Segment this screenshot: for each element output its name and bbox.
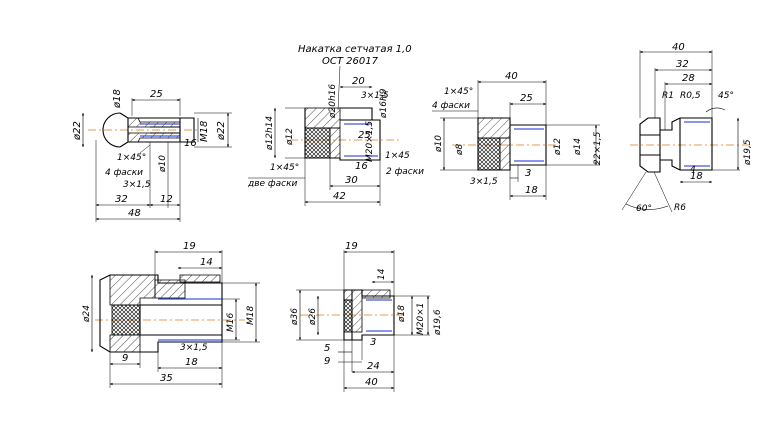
dim-len18: 18 [690, 171, 703, 182]
dim-d22-right: ø22 [216, 121, 227, 141]
dim-len32: 32 [676, 59, 689, 70]
knurl-title: Накатка сетчатая 1,0 [298, 44, 412, 55]
dim-chamfer: 1×45° [444, 87, 473, 97]
part-1-ball-fitting: ø22 ø18 25 M18 ø22 16 1×45° 4 фаски 3×1,… [72, 89, 232, 222]
dim-angle45: 45° [718, 91, 734, 101]
dim-len25: 25 [358, 130, 371, 141]
dim-len32: 32 [115, 194, 128, 205]
part-6-flange-fitting: 19 14 ø36 ø26 ø18 M20×1 ø19,6 5 9 3 24 4… [290, 241, 443, 392]
knurl-note: Накатка сетчатая 1,0 ОСТ 26017 [298, 44, 412, 111]
dim-d20h16: ø20h16 [328, 84, 338, 119]
dim-m18: M18 [199, 121, 210, 142]
dim-len24: 24 [367, 361, 380, 372]
dim-two-chamfers-right: 2 фаски [386, 167, 424, 177]
dim-chamfer-count: 4 фаски [105, 168, 143, 178]
dim-m22: 22×1,5 [593, 131, 603, 165]
dim-len14: 14 [377, 268, 387, 280]
dim-len35: 35 [160, 373, 173, 384]
dim-angle60: 60° [636, 204, 652, 214]
part-5-knurled-fitting: 19 14 ø24 M16 M18 9 3×1,5 18 35 [82, 241, 260, 388]
dim-r6: R6 [674, 203, 686, 213]
dim-len20: 20 [352, 76, 365, 87]
dim-r1: R1 [662, 91, 674, 101]
dim-chamfer: 1×45° [117, 153, 146, 163]
dim-m20: M20×1,5 [365, 121, 375, 162]
dim-groove: 3×1,5 [361, 91, 389, 101]
dim-len18: 18 [185, 357, 198, 368]
dim-d195: ø19,5 [743, 139, 753, 166]
dim-groove: 3×1,5 [123, 180, 151, 190]
dim-len3: 3 [370, 337, 376, 348]
dim-m16: M16 [226, 313, 236, 332]
dim-d196: ø19,6 [433, 309, 443, 336]
dim-len3: 3 [525, 168, 531, 179]
dim-len19: 19 [183, 241, 196, 252]
dim-two-chamfers-left: две фаски [247, 179, 298, 189]
dim-d16: 16 [184, 138, 197, 149]
part-2-knurled-nut: ø20h16 ø16H9 20 3×1,5 ø12h14 ø12 25 M20×… [247, 76, 424, 206]
dim-d36: ø36 [290, 308, 300, 326]
knurl-standard: ОСТ 26017 [322, 56, 379, 67]
dim-groove: 3×1,5 [180, 343, 208, 353]
dim-chamfer-right: 1×45 [385, 151, 410, 161]
dim-len12: 12 [160, 194, 173, 205]
dim-len25: 25 [150, 89, 163, 100]
dim-len5: 5 [324, 343, 330, 354]
dim-len4: 4 [690, 165, 696, 175]
dim-d10: ø10 [434, 135, 444, 153]
dim-len40: 40 [505, 71, 518, 82]
dim-d8: ø8 [455, 143, 465, 156]
part-4-hex-union: 40 32 28 R1 R0,5 45° ø19,5 4 18 60° R6 [621, 42, 753, 214]
dim-d24: ø24 [82, 305, 92, 323]
dim-len40: 40 [365, 377, 378, 388]
dim-len28: 28 [682, 73, 695, 84]
dim-d18: ø18 [112, 89, 123, 109]
dim-len18: 18 [525, 185, 538, 196]
dim-d22-left: ø22 [72, 121, 83, 141]
dim-len19: 19 [345, 241, 358, 252]
dim-d10: ø10 [158, 155, 168, 173]
dim-d14: ø14 [573, 138, 583, 156]
dim-len30: 30 [345, 175, 358, 186]
dim-chamfer-count: 4 фаски [432, 101, 470, 111]
dim-len14: 14 [200, 257, 213, 268]
dim-m18: M18 [246, 306, 256, 325]
dim-chamfer-left: 1×45° [270, 163, 299, 173]
dim-m20: M20×1 [416, 303, 426, 335]
dim-groove: 3×1,5 [470, 177, 498, 187]
dim-d12: ø12 [553, 138, 563, 156]
dim-d26: ø26 [308, 308, 318, 326]
dim-len42: 42 [333, 191, 346, 202]
dim-len9: 9 [324, 356, 330, 367]
dim-d12: ø12 [285, 128, 295, 146]
dim-len16: 16 [355, 161, 368, 172]
dim-d18: ø18 [397, 305, 407, 323]
dim-len25: 25 [520, 93, 533, 104]
dim-d16h9: ø16H9 [379, 88, 389, 119]
dim-r05: R0,5 [680, 91, 701, 101]
dim-len48: 48 [128, 208, 141, 219]
dim-len40: 40 [672, 42, 685, 53]
part-3-adapter: 40 1×45° 4 фаски 25 ø10 ø8 ø12 ø14 22×1,… [432, 71, 603, 200]
dim-d12h14: ø12h14 [265, 116, 275, 151]
dim-len9: 9 [122, 353, 128, 364]
